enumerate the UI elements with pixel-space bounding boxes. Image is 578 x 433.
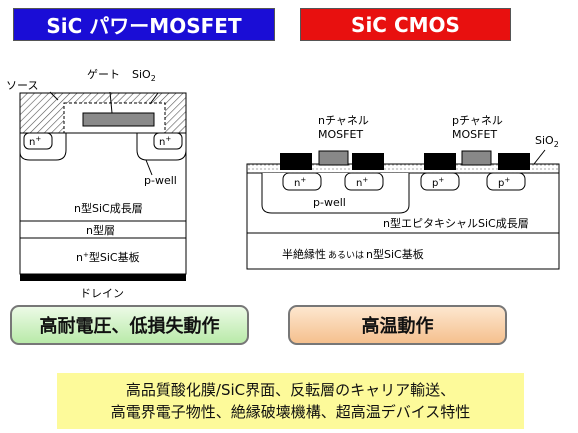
drain-metal bbox=[20, 274, 186, 281]
n-layer-label: n型層 bbox=[86, 223, 115, 237]
svg-text:n+: n+ bbox=[159, 135, 171, 148]
svg-text:pチャネル: pチャネル bbox=[452, 114, 503, 127]
p-well-label: p-well bbox=[144, 174, 177, 187]
svg-text:nチャネル: nチャネル bbox=[318, 114, 369, 127]
cmos-substrate bbox=[246, 232, 560, 270]
svg-text:n型エピタキシャルSiC成長層: n型エピタキシャルSiC成長層 bbox=[383, 216, 529, 230]
svg-text:p+: p+ bbox=[432, 176, 444, 189]
n-plus-left bbox=[23, 132, 53, 150]
feature-high-temperature: 高温動作 bbox=[288, 305, 507, 345]
p-well-left bbox=[19, 133, 67, 161]
substrate-label: n+型SiC基板 bbox=[76, 250, 140, 264]
cmos-title: SiC CMOS bbox=[300, 8, 511, 41]
svg-text:MOSFET: MOSFET bbox=[318, 128, 363, 141]
substrate bbox=[19, 237, 187, 275]
svg-text:n+: n+ bbox=[356, 176, 368, 189]
source-label: ソース bbox=[6, 79, 38, 92]
svg-text:n+: n+ bbox=[29, 135, 41, 148]
epi-layer-label: n型SiC成長層 bbox=[74, 201, 143, 215]
svg-text:n+: n+ bbox=[294, 176, 306, 189]
svg-text:SiO2: SiO2 bbox=[535, 134, 559, 149]
gate-label: ゲート bbox=[87, 68, 120, 81]
research-line-2: 高電界電子物性、絶縁破壊機構、超高温デバイス特性 bbox=[110, 403, 471, 421]
svg-text:p+: p+ bbox=[498, 176, 510, 189]
research-topics: 高品質酸化膜/SiC界面、反転層のキャリア輸送、 高電界電子物性、絶縁破壊機構、… bbox=[57, 373, 524, 429]
n-plus-right bbox=[153, 132, 183, 150]
svg-text:MOSFET: MOSFET bbox=[452, 128, 497, 141]
svg-text:p-well: p-well bbox=[313, 196, 346, 209]
oxide-label: SiO2 bbox=[132, 68, 156, 83]
mosfet-title: SiC パワーMOSFET bbox=[13, 8, 275, 41]
drain-label: ドレイン bbox=[80, 287, 124, 300]
p-well-right bbox=[136, 133, 187, 161]
gate-electrode bbox=[82, 112, 155, 127]
research-line-1: 高品質酸化膜/SiC界面、反転層のキャリア輸送、 bbox=[125, 381, 456, 399]
feature-high-voltage: 高耐電圧、低損失動作 bbox=[10, 305, 249, 345]
